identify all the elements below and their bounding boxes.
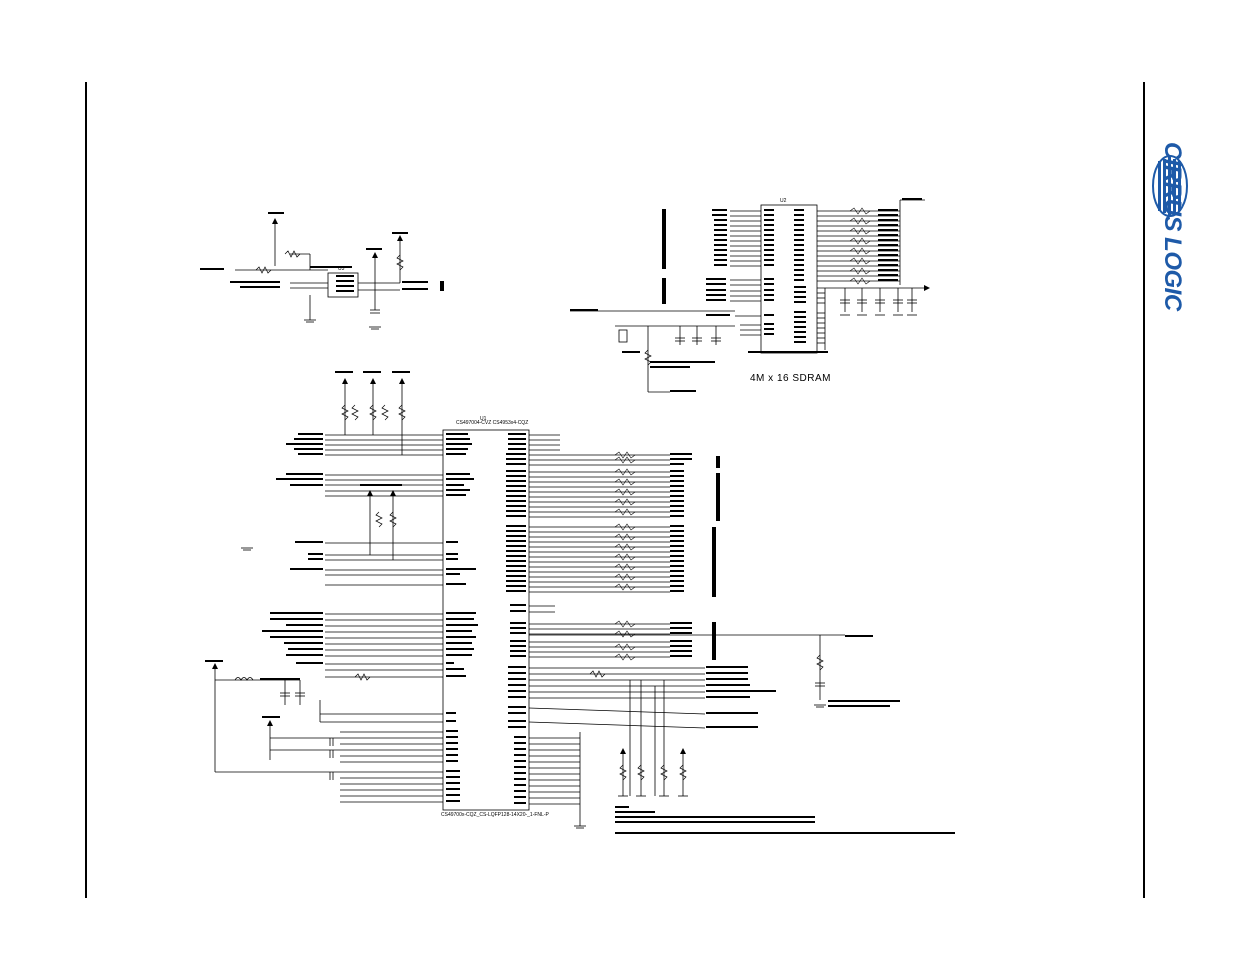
eeprom-ic-body	[327, 272, 359, 298]
power-rails	[214, 310, 845, 796]
cirrus-logo-icon	[1152, 155, 1188, 217]
page-border-right	[1143, 82, 1145, 898]
u2-ref: U2	[780, 198, 787, 204]
left-net-labels	[200, 266, 444, 664]
main-ic-footer: CS49700x-CQZ_CS-LQFP128-14X20-_1-FNL-P	[441, 812, 549, 818]
ground-symbols	[241, 314, 917, 829]
main-ic-right-pins	[528, 434, 706, 826]
inductor	[234, 677, 254, 681]
main-ic-left-pins	[320, 434, 443, 803]
series-resistor-arrays	[614, 207, 871, 661]
sdram-right-pins	[817, 210, 928, 350]
u3-ref: U3	[338, 266, 345, 272]
sdram-block-label: 4M x 16 SDRAM	[750, 373, 831, 384]
main-ic-pin-labels-left	[446, 433, 478, 802]
sdram-pin-labels	[706, 198, 922, 343]
notes-block	[615, 806, 955, 834]
test-point	[618, 329, 628, 343]
bus-net-labels	[662, 209, 776, 728]
page-border-left	[85, 82, 87, 898]
component-value-labels	[205, 212, 900, 718]
main-ic-pin-labels-right	[506, 433, 526, 804]
main-ic-label: CS497004-CVZ CS4953x4-CQZ	[456, 420, 528, 426]
u1-ref: U1	[480, 416, 487, 422]
power-arrows	[212, 218, 930, 754]
sdram-left-pins	[730, 210, 761, 336]
capacitors	[280, 299, 917, 780]
resistors	[255, 250, 824, 781]
